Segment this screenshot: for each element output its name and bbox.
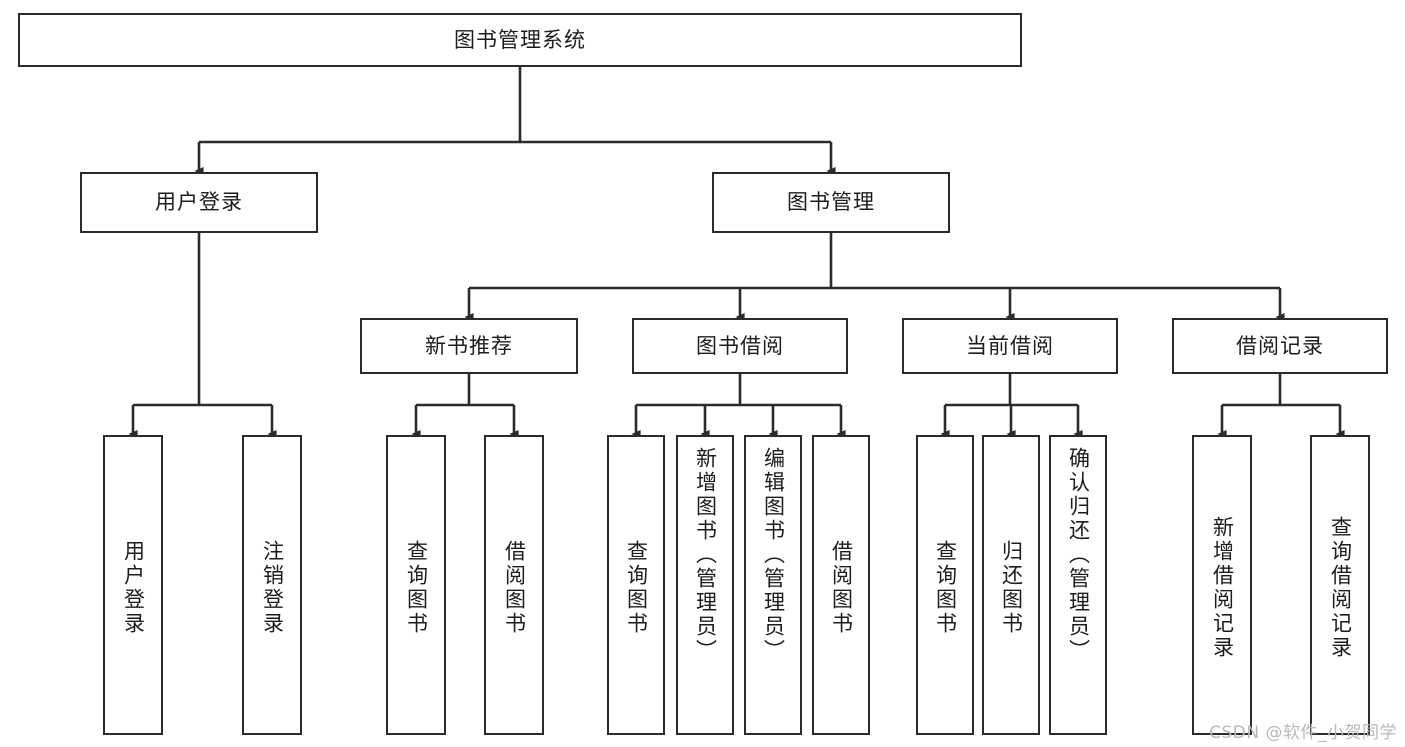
node-root[interactable]: 图书管理系统 <box>18 13 1022 67</box>
node-label: 新增借阅记录 <box>1210 516 1235 660</box>
node-leaf-new-borrow[interactable]: 借阅图书 <box>484 435 544 735</box>
node-label: 借阅图书 <box>502 540 527 636</box>
node-label: 借阅图书 <box>829 540 854 636</box>
node-label: 当前借阅 <box>966 333 1054 358</box>
node-label: 编辑图书（管理员） <box>761 447 786 663</box>
node-bookmgmt[interactable]: 图书管理 <box>712 172 950 233</box>
node-label: 用户登录 <box>155 190 243 215</box>
node-label: 借阅记录 <box>1236 333 1324 358</box>
node-leaf-cur-confirm[interactable]: 确认归还（管理员） <box>1049 435 1107 735</box>
node-current[interactable]: 当前借阅 <box>902 318 1118 374</box>
node-label: 查询图书 <box>933 540 958 636</box>
node-label: 查询图书 <box>404 540 429 636</box>
node-label: 图书管理系统 <box>454 27 586 52</box>
node-label: 新书推荐 <box>425 333 513 358</box>
node-label: 归还图书 <box>999 540 1024 636</box>
node-leaf-user-logout[interactable]: 注销登录 <box>242 435 302 735</box>
node-leaf-cur-return[interactable]: 归还图书 <box>982 435 1040 735</box>
node-leaf-bw-query[interactable]: 查询图书 <box>607 435 665 735</box>
node-newbook[interactable]: 新书推荐 <box>360 318 578 374</box>
node-leaf-user-login[interactable]: 用户登录 <box>103 435 163 735</box>
node-leaf-bw-edit[interactable]: 编辑图书（管理员） <box>744 435 802 735</box>
node-label: 新增图书（管理员） <box>693 447 718 663</box>
node-label: 图书借阅 <box>696 333 784 358</box>
node-label: 用户登录 <box>121 540 146 636</box>
node-leaf-bw-borrow[interactable]: 借阅图书 <box>812 435 870 735</box>
node-leaf-new-query[interactable]: 查询图书 <box>386 435 446 735</box>
node-label: 注销登录 <box>260 540 285 636</box>
node-login[interactable]: 用户登录 <box>80 172 318 233</box>
node-leaf-rec-add[interactable]: 新增借阅记录 <box>1192 435 1252 735</box>
node-label: 查询图书 <box>624 540 649 636</box>
node-leaf-bw-add[interactable]: 新增图书（管理员） <box>676 435 734 735</box>
node-records[interactable]: 借阅记录 <box>1172 318 1388 374</box>
node-leaf-cur-query[interactable]: 查询图书 <box>916 435 974 735</box>
node-leaf-rec-query[interactable]: 查询借阅记录 <box>1310 435 1370 735</box>
node-label: 确认归还（管理员） <box>1066 447 1091 663</box>
node-label: 查询借阅记录 <box>1328 516 1353 660</box>
node-label: 图书管理 <box>787 190 875 215</box>
node-borrow[interactable]: 图书借阅 <box>632 318 848 374</box>
